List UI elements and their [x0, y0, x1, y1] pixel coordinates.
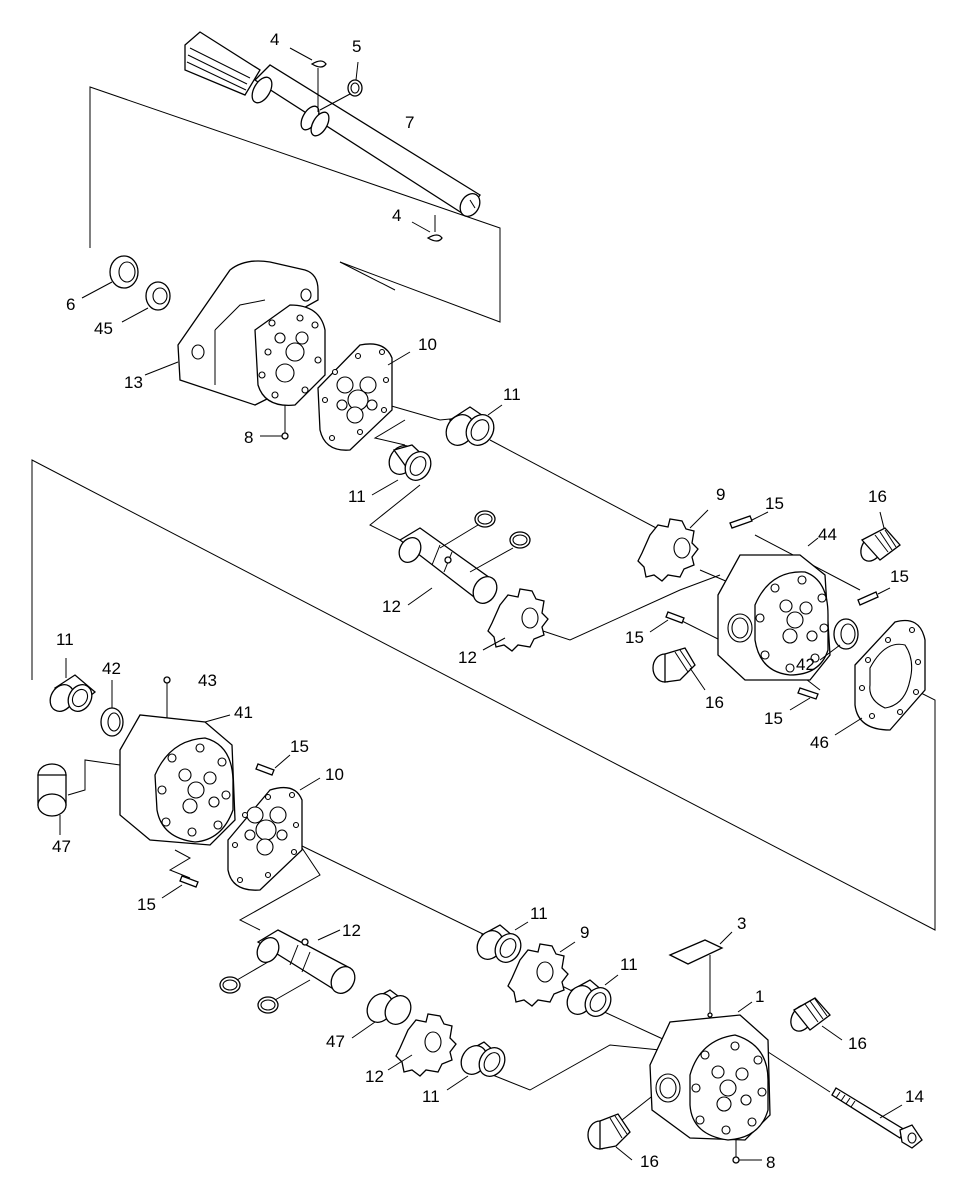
- label-45: 45: [94, 319, 113, 338]
- bolt-14: [831, 1087, 923, 1149]
- fitting-lower-right: [790, 997, 843, 1041]
- label-16-top: 16: [868, 487, 887, 506]
- label-6: 6: [66, 295, 75, 314]
- seal-42-upper: [819, 618, 859, 661]
- label-1: 1: [755, 987, 764, 1006]
- oil-seal-6: [81, 255, 139, 299]
- bearing-45: [121, 281, 171, 323]
- drive-shaft: [184, 31, 481, 217]
- label-11-upper-right: 11: [503, 385, 521, 404]
- label-7: 7: [405, 113, 414, 132]
- gear-shaft-upper: [398, 510, 531, 606]
- label-12-shaft-lower: 12: [342, 921, 361, 940]
- label-47-lower: 47: [326, 1032, 345, 1051]
- label-41: 41: [234, 703, 253, 722]
- gear-shaft-lower: [219, 929, 356, 1014]
- circlip-5: [319, 61, 363, 111]
- label-12-gear-upper: 12: [458, 648, 477, 667]
- label-46: 46: [810, 733, 829, 752]
- label-11-lower-center: 11: [530, 904, 548, 923]
- label-15-top: 15: [765, 494, 784, 513]
- label-10-top: 10: [418, 335, 437, 354]
- seal-42-left: [100, 680, 124, 737]
- label-42-left: 42: [102, 659, 121, 678]
- key-bottom: [411, 215, 443, 242]
- label-9-lower: 9: [580, 923, 589, 942]
- label-15-mid: 15: [625, 628, 644, 647]
- main-body-1: [649, 1001, 771, 1141]
- label-11-upper-left: 11: [348, 487, 366, 506]
- bushing-upper-right: [445, 404, 503, 446]
- label-13: 13: [124, 373, 143, 392]
- dowel-pins-upper: [649, 511, 891, 711]
- label-16-mid: 16: [705, 693, 724, 712]
- label-11-bottom: 11: [422, 1087, 440, 1106]
- label-10-lower: 10: [325, 765, 344, 784]
- end-gasket-46: [834, 619, 926, 736]
- body-block-41: [119, 714, 236, 846]
- bushing-lower-right: [566, 974, 619, 1017]
- plug-8-bottom: [732, 1140, 762, 1164]
- label-15-left-top: 15: [290, 737, 309, 756]
- bushing-bottom: [446, 1041, 506, 1091]
- gasket-plate-top: [317, 343, 411, 451]
- label-44: 44: [818, 525, 837, 544]
- bushing-upper-left: [371, 444, 432, 496]
- gear-lower-12: [387, 1013, 457, 1077]
- fitting-upper-left: [652, 647, 706, 691]
- key-top: [289, 47, 327, 112]
- body-block-44: [717, 537, 831, 681]
- label-12-gear-lower: 12: [365, 1067, 384, 1086]
- front-cover-housing: [144, 260, 326, 406]
- gear-upper-12: [482, 588, 549, 652]
- label-11-left: 11: [56, 630, 74, 649]
- label-9-upper: 9: [716, 485, 725, 504]
- bushing-47-left: [37, 763, 67, 835]
- fitting-lower-left: [587, 1113, 633, 1161]
- label-11-lower-right: 11: [620, 955, 638, 974]
- label-15-lower: 15: [764, 709, 783, 728]
- label-43: 43: [198, 671, 217, 690]
- bushing-left: [49, 658, 97, 712]
- fitting-upper-right: [860, 511, 901, 562]
- label-3: 3: [737, 914, 746, 933]
- label-16-lower-right: 16: [848, 1034, 867, 1053]
- label-14: 14: [905, 1087, 924, 1106]
- part-labels: 4 5 7 4 6 45 13 10 11 8 11 9 15 16 44 15…: [52, 30, 924, 1172]
- nameplate-3: [668, 931, 733, 965]
- label-4-top: 4: [270, 30, 279, 49]
- bushing-lower-center: [476, 921, 529, 963]
- label-47-left: 47: [52, 837, 71, 856]
- gear-lower-9: [507, 941, 576, 1007]
- label-16-lower-left: 16: [640, 1152, 659, 1171]
- label-4-bottom: 4: [392, 206, 401, 225]
- label-15-left-bottom: 15: [137, 895, 156, 914]
- label-12-shaft-upper: 12: [382, 597, 401, 616]
- plug-8-top: [260, 405, 289, 440]
- label-8-top: 8: [244, 428, 253, 447]
- bushing-47-lower: [351, 989, 412, 1039]
- label-42-upper: 42: [796, 655, 815, 674]
- label-5: 5: [352, 37, 361, 56]
- label-8-bottom: 8: [766, 1153, 775, 1172]
- gasket-plate-lower: [227, 777, 321, 891]
- label-15-right: 15: [890, 567, 909, 586]
- dowel-pins-left: [161, 754, 291, 899]
- gear-upper-9: [637, 509, 709, 582]
